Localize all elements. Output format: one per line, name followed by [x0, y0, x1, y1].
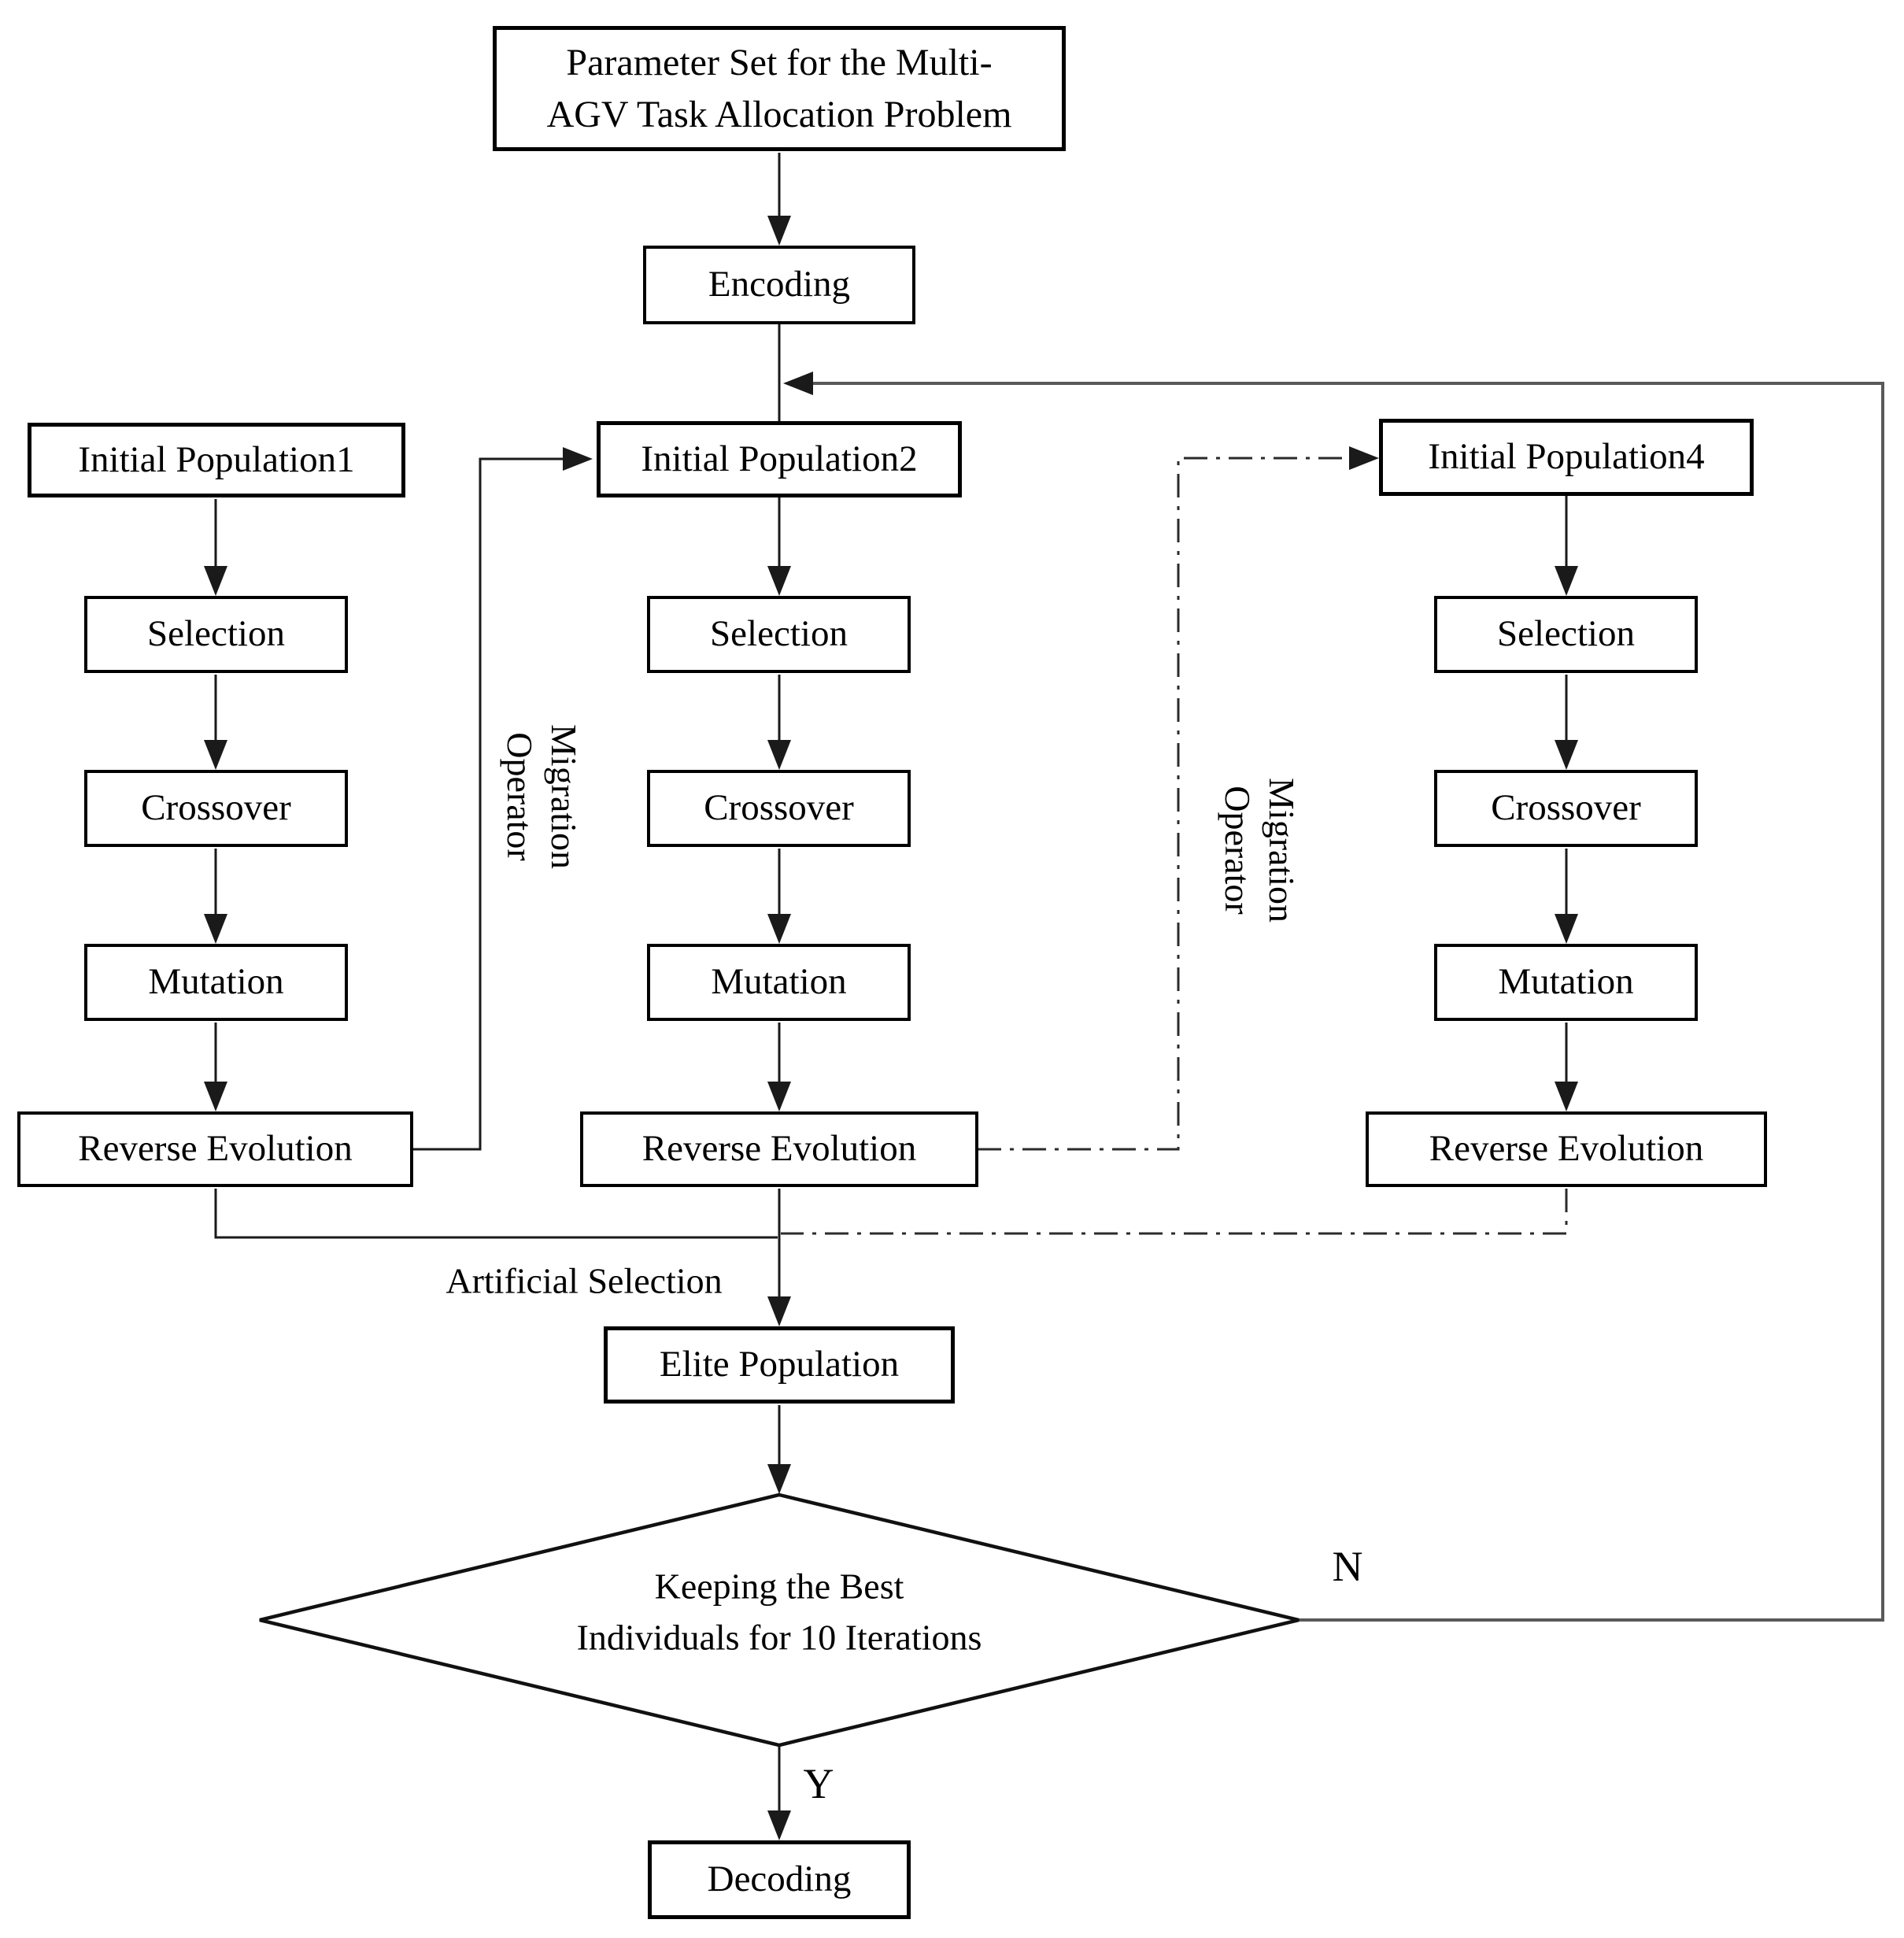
reverse-evolution4-label: Reverse Evolution	[1429, 1128, 1704, 1170]
migration-operator-label-1: Migration Operator	[497, 724, 586, 869]
decision-diamond-shape	[259, 1492, 1300, 1748]
reverse-evolution1-label: Reverse Evolution	[78, 1128, 353, 1170]
node-reverse-evolution4: Reverse Evolution	[1366, 1111, 1767, 1187]
arrowhead-loopback	[783, 372, 813, 395]
initial-population2-label: Initial Population2	[641, 438, 918, 479]
node-initial-population2: Initial Population2	[597, 421, 962, 497]
arrowhead-col2-reverse	[767, 1082, 791, 1111]
decision-line1: Keeping the Best	[654, 1566, 904, 1607]
node-mutation1: Mutation	[84, 944, 348, 1021]
decision-text: Keeping the Best Individuals for 10 Iter…	[480, 1561, 1078, 1664]
node-selection1: Selection	[84, 596, 348, 673]
migration1-line2: Operator	[500, 732, 540, 861]
parameter-set-line2: AGV Task Allocation Problem	[546, 93, 1012, 135]
node-selection4: Selection	[1434, 596, 1698, 673]
decision-line2: Individuals for 10 Iterations	[576, 1618, 982, 1658]
initial-population4-label: Initial Population4	[1428, 436, 1705, 478]
artificial-selection-label: Artificial Selection	[445, 1260, 723, 1301]
node-initial-population1: Initial Population1	[28, 423, 405, 497]
edge-migration2	[978, 457, 1351, 1151]
encoding-label: Encoding	[708, 264, 851, 305]
decoding-label: Decoding	[707, 1858, 852, 1900]
arrowhead-elite	[767, 1296, 791, 1326]
edge-loopback-n	[812, 382, 1884, 1622]
arrowhead-col1-crossover	[204, 740, 227, 770]
reverse-evolution2-label: Reverse Evolution	[641, 1128, 917, 1170]
migration1-line1: Migration	[544, 724, 585, 869]
arrowhead-decision	[767, 1464, 791, 1494]
initial-population1-label: Initial Population1	[78, 438, 355, 480]
arrowhead-migration1	[563, 447, 593, 471]
edge-rev4-merge	[781, 1189, 1568, 1235]
arrowhead-encoding	[767, 216, 791, 246]
parameter-set-line1: Parameter Set for the Multi-	[566, 42, 993, 84]
migration-operator-label-2: Migration Operator	[1215, 778, 1303, 923]
edge-rev1-merge	[214, 1189, 778, 1239]
arrowhead-migration2	[1349, 446, 1379, 470]
mutation4-label: Mutation	[1498, 961, 1634, 1003]
arrowhead-col3-crossover	[1555, 740, 1578, 770]
edge-migration1	[413, 457, 564, 1151]
node-crossover4: Crossover	[1434, 770, 1698, 847]
branch-label-y: Y	[803, 1760, 834, 1807]
arrowhead-col1-reverse	[204, 1082, 227, 1111]
node-mutation2: Mutation	[647, 944, 911, 1021]
arrowhead-col3-mutation	[1555, 914, 1578, 944]
arrowhead-col1-selection	[204, 566, 227, 596]
arrowhead-decoding	[767, 1810, 791, 1840]
node-crossover2: Crossover	[647, 770, 911, 847]
node-selection2: Selection	[647, 596, 911, 673]
node-elite-population: Elite Population	[604, 1326, 955, 1404]
node-reverse-evolution1: Reverse Evolution	[17, 1111, 413, 1187]
node-crossover1: Crossover	[84, 770, 348, 847]
node-mutation4: Mutation	[1434, 944, 1698, 1021]
crossover2-label: Crossover	[704, 787, 854, 829]
node-encoding: Encoding	[643, 246, 915, 324]
arrowhead-col2-mutation	[767, 914, 791, 944]
mutation1-label: Mutation	[148, 961, 284, 1003]
node-decoding: Decoding	[648, 1840, 911, 1919]
migration2-line2: Operator	[1218, 786, 1258, 915]
selection1-label: Selection	[147, 613, 285, 655]
crossover4-label: Crossover	[1491, 787, 1641, 829]
elite-population-label: Elite Population	[659, 1344, 900, 1385]
arrowhead-col2-crossover	[767, 740, 791, 770]
node-parameter-set: Parameter Set for the Multi- AGV Task Al…	[493, 26, 1066, 151]
arrowhead-col3-selection	[1555, 566, 1578, 596]
selection2-label: Selection	[710, 613, 848, 655]
arrowhead-col2-selection	[767, 566, 791, 596]
node-initial-population4: Initial Population4	[1379, 419, 1754, 496]
selection4-label: Selection	[1497, 613, 1635, 655]
branch-label-n: N	[1332, 1543, 1363, 1590]
arrowhead-col1-mutation	[204, 914, 227, 944]
node-reverse-evolution2: Reverse Evolution	[580, 1111, 978, 1187]
migration2-line1: Migration	[1262, 778, 1303, 923]
mutation2-label: Mutation	[711, 961, 847, 1003]
crossover1-label: Crossover	[141, 787, 291, 829]
arrowhead-col3-reverse	[1555, 1082, 1578, 1111]
